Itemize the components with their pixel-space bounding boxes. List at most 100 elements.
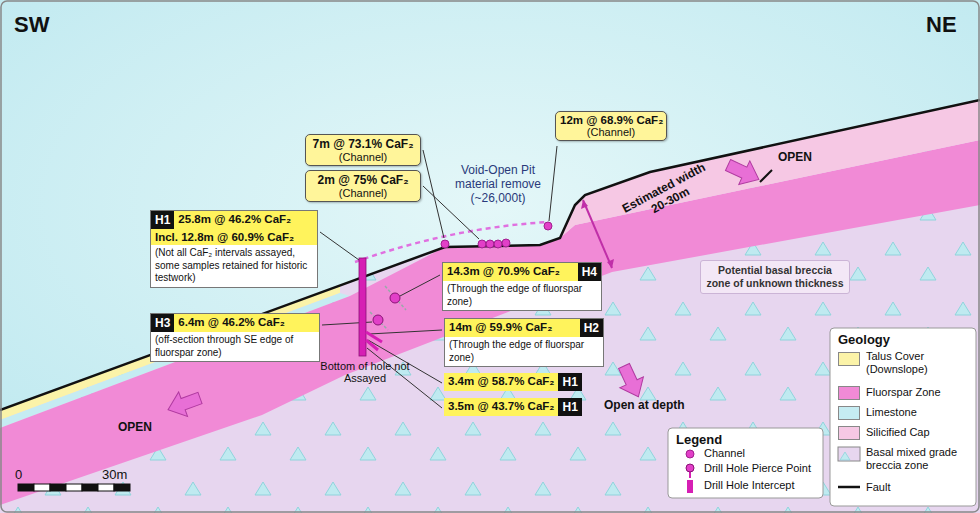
legend-title: Geology (838, 332, 890, 347)
text-row: (off-section through SE edge of fluorspa… (151, 332, 319, 361)
channel-callout: 7m @ 73.1% CaF₂(Channel) (305, 134, 421, 166)
legend-swatch (838, 352, 860, 366)
text-row: 7m @ 73.1% CaF₂ (310, 137, 416, 151)
callout-text: 3.5m @ 43.7% CaF₂ (444, 398, 558, 416)
note-box: Potential basal breccia zone of unknown … (700, 260, 850, 294)
scale-label: 30m (102, 467, 127, 482)
callout-text: (Channel) (560, 126, 662, 138)
breccia-pattern (0, 100, 980, 513)
hole-note: Bottom of hole not Assayed (320, 360, 410, 384)
scale-segment (98, 484, 114, 491)
text-row: 3.4m @ 58.7% CaF₂H1 (444, 373, 578, 391)
text-row: 3.5m @ 43.7% CaF₂H1 (444, 398, 578, 416)
channel-dot (486, 240, 494, 248)
channel-dot (494, 240, 502, 248)
hole-tag: H4 (578, 263, 601, 281)
scale-segment (50, 484, 66, 491)
pierce-point (373, 315, 383, 325)
legend-swatch (838, 426, 860, 440)
open-label: Open at depth (604, 398, 685, 412)
callout-text: (Through the edge of fluorspar zone) (443, 281, 601, 310)
text-row: H36.4m @ 46.2% CaF₂ (151, 314, 319, 332)
open-arrow (612, 361, 650, 403)
text-row: (Channel) (560, 126, 662, 138)
callout-text: 12m @ 68.9% CaF₂ (560, 114, 662, 126)
callout-text: Potential basal breccia zone of unknown … (706, 264, 844, 290)
callout-text: (Channel) (310, 187, 416, 199)
hole-tag: H2 (580, 319, 603, 337)
callout-text: 14.3m @ 70.9% CaF₂ (443, 263, 578, 281)
scale-segment (114, 484, 130, 491)
pierce-point (390, 293, 400, 303)
open-label: OPEN (778, 150, 812, 164)
callout-text: 7m @ 73.1% CaF₂ (310, 137, 416, 151)
callout-text: (off-section through SE edge of fluorspa… (151, 332, 319, 361)
callout-text: 14m @ 59.9% CaF₂ (445, 319, 580, 337)
legend-fault-line (838, 486, 860, 489)
drill-callout: H36.4m @ 46.2% CaF₂(off-section through … (150, 313, 320, 362)
drill-callout: 14m @ 59.9% CaF₂H2(Through the edge of f… (444, 318, 604, 367)
legend-text: Fault (866, 481, 970, 494)
scale-label: 0 (15, 467, 22, 482)
legend-text: Drill Hole Pierce Point (704, 462, 819, 475)
width-arrowheads (581, 200, 614, 268)
channel-callout: 12m @ 68.9% CaF₂(Channel) (555, 111, 667, 141)
scale-segment (18, 484, 34, 491)
text-row: 14m @ 59.9% CaF₂H2 (445, 319, 603, 337)
limestone-strip (0, 293, 350, 428)
scale-segment (82, 484, 98, 491)
direction-label: NE (926, 12, 957, 38)
direction-label: SW (14, 12, 49, 38)
callout-text: 2m @ 75% CaF₂ (310, 173, 416, 187)
legend-breccia-swatch (838, 447, 860, 461)
leader-line (369, 330, 442, 334)
hole-tag: H1 (151, 211, 174, 229)
legend-text: Basal mixed grade breccia zone (866, 446, 970, 472)
legend-panel (668, 428, 823, 498)
leader-line (423, 150, 444, 238)
scale-segment (34, 484, 50, 491)
text-row: (Through the edge of fluorspar zone) (443, 281, 601, 310)
channel-callout: 2m @ 75% CaF₂(Channel) (305, 170, 421, 202)
legend-text: Talus Cover (Downslope) (866, 350, 970, 376)
channel-dot (544, 222, 552, 230)
text-row: 2m @ 75% CaF₂ (310, 173, 416, 187)
legend-title: Legend (676, 432, 722, 447)
drill-trace (370, 286, 406, 330)
silicified-cap (560, 100, 980, 238)
legend-text: Channel (704, 447, 819, 460)
leader-line (320, 232, 359, 260)
text-row: 14.3m @ 70.9% CaF₂H4 (443, 263, 601, 281)
legend-text: Fluorspar Zone (866, 386, 970, 399)
breccia-zone (0, 100, 980, 513)
scale-segment (66, 484, 82, 491)
drill-callout: 3.5m @ 43.7% CaF₂H1 (444, 398, 578, 416)
legend-intercept-symbol (687, 480, 693, 493)
text-row: Incl. 12.8m @ 60.9% CaF₂ (151, 229, 317, 245)
channel-dot (441, 240, 449, 248)
channel-dot (502, 239, 510, 247)
legend-swatch (838, 406, 860, 420)
legend-text: Silicified Cap (866, 426, 970, 439)
void-outline (355, 222, 548, 262)
callout-text: (Channel) (310, 151, 416, 163)
drill-callout: H125.8m @ 46.2% CaF₂Incl. 12.8m @ 60.9% … (150, 210, 318, 288)
open-arrow (164, 386, 205, 422)
legend-pierce-symbol (686, 464, 694, 472)
callout-text: Incl. 12.8m @ 60.9% CaF₂ (151, 229, 317, 245)
channel-dot (478, 240, 486, 248)
leader-line (400, 275, 440, 296)
text-row: H125.8m @ 46.2% CaF₂ (151, 211, 317, 229)
hole-tag: H1 (558, 373, 581, 391)
fault-tick (760, 170, 772, 182)
text-row: (Channel) (310, 187, 416, 199)
fluorspar-zone (0, 140, 980, 505)
geology-panel (830, 328, 976, 506)
legend-text: Drill Hole Intercept (704, 479, 819, 492)
text-row: (Not all CaF₂ intervals assayed, some sa… (151, 245, 317, 287)
callout-text: 6.4m @ 46.2% CaF₂ (174, 314, 319, 332)
hole-tag: H1 (558, 398, 581, 416)
